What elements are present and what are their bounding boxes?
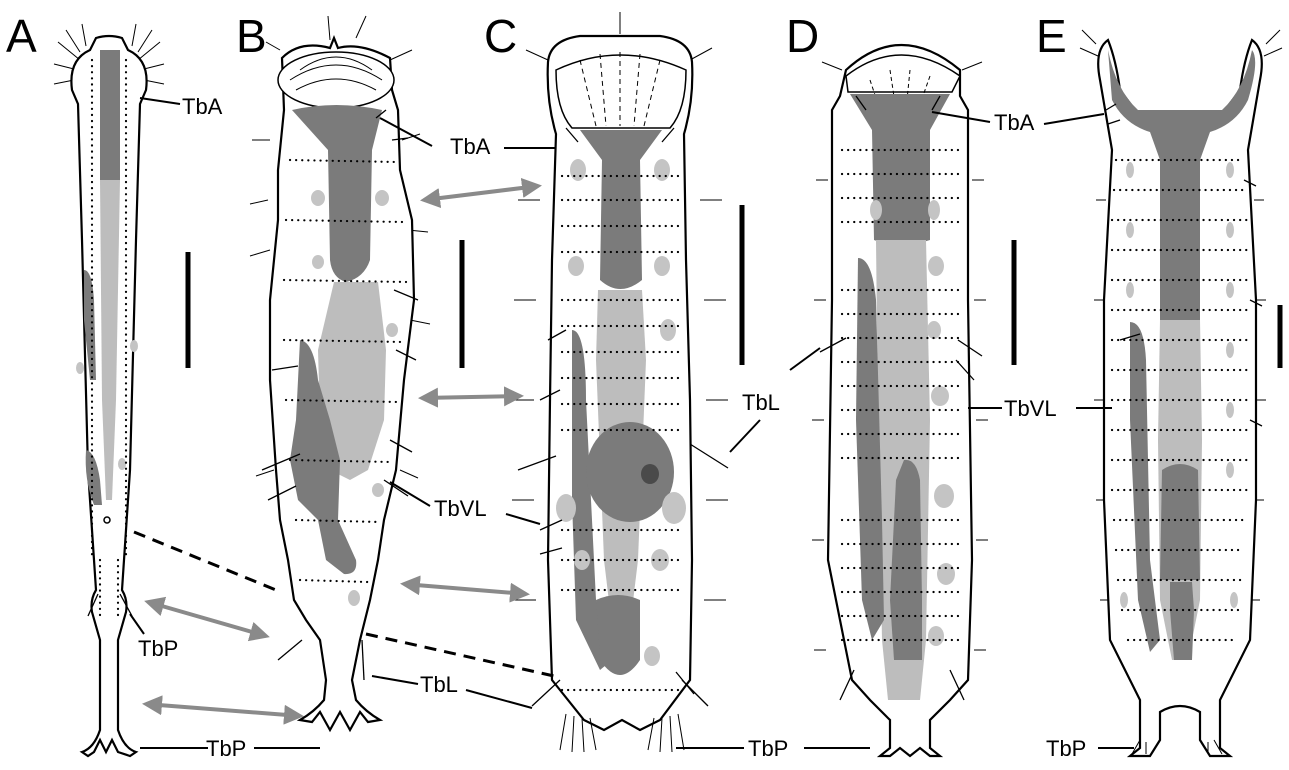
label-tbvl-d: TbVL [1004, 396, 1057, 421]
panel-letter-d: D [786, 10, 819, 62]
label-tbp-ab: TbP [206, 736, 246, 761]
label-tba-a: TbA [182, 94, 223, 119]
posterior-tubes-e [1132, 740, 1222, 754]
label-tbp-c: TbP [748, 736, 788, 761]
label-tba-bc: TbA [450, 134, 491, 159]
specimen-d [812, 45, 988, 756]
panel-letter-e: E [1036, 10, 1067, 62]
panel-letter-c: C [484, 10, 517, 62]
dashed-connector-b-c [366, 634, 554, 676]
label-tbl-d: TbL [742, 390, 780, 415]
label-tbvl-b: TbVL [434, 496, 487, 521]
specimen-b [250, 16, 430, 730]
label-tbl-b: TbL [420, 672, 458, 697]
arrow-b-c-upper [424, 186, 538, 200]
specimen-c [512, 12, 728, 752]
arrow-b-c-middle [422, 396, 520, 398]
dashed-connector-a-b [134, 532, 276, 590]
label-tbp-a: TbP [138, 636, 178, 661]
specimen-e [1080, 30, 1282, 756]
panel-letter-a: A [6, 10, 37, 62]
label-tba-d: TbA [994, 110, 1035, 135]
label-tbp-e: TbP [1046, 736, 1086, 761]
arrow-a-b-lower [146, 704, 300, 716]
arrow-b-c-lower [404, 584, 526, 594]
panel-letter-b: B [236, 10, 267, 62]
arrow-a-b-upper [148, 602, 266, 636]
